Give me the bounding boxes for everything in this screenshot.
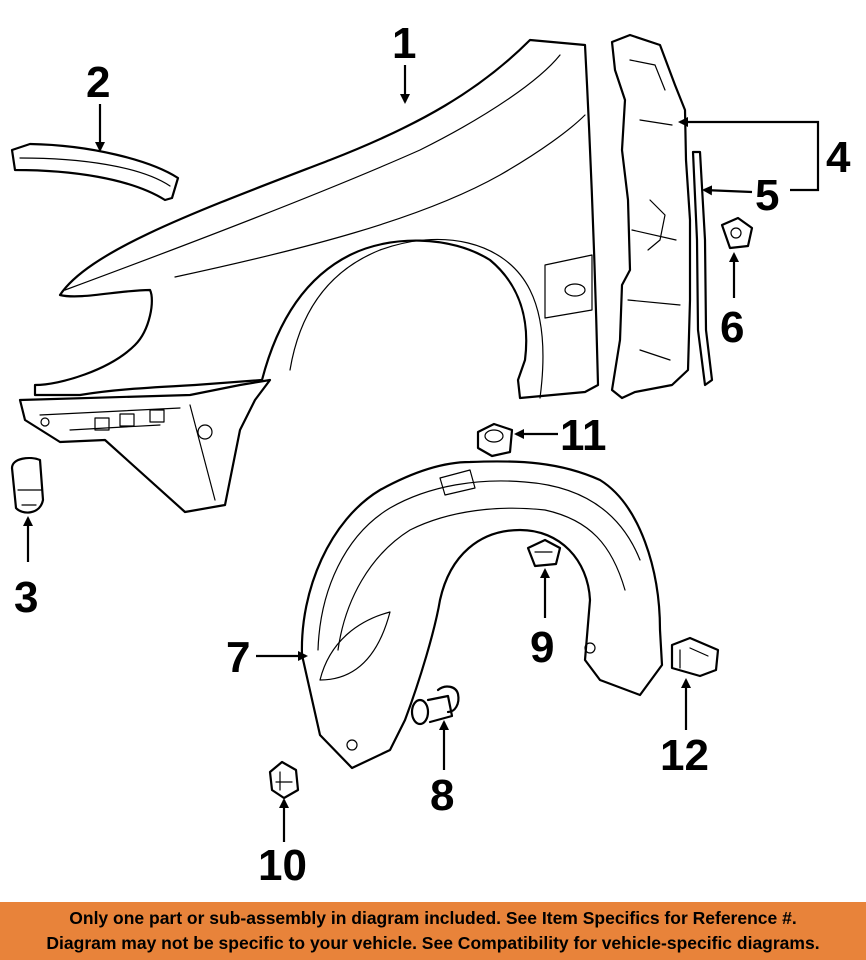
disclaimer-banner: Only one part or sub-assembly in diagram… xyxy=(0,902,866,960)
callout-2: 2 xyxy=(86,58,110,107)
callout-6: 6 xyxy=(720,303,744,352)
apron-part xyxy=(610,33,692,400)
callout-9: 9 xyxy=(530,623,554,672)
apron-clip-part xyxy=(720,216,754,250)
callout-3: 3 xyxy=(14,573,38,622)
callout-5: 5 xyxy=(755,171,779,220)
disclaimer-line-2: Diagram may not be specific to your vehi… xyxy=(46,933,820,953)
side-marker-part xyxy=(10,457,45,514)
callout-1: 1 xyxy=(392,19,416,68)
retainer-part xyxy=(268,760,300,800)
liner-clip-part xyxy=(526,538,562,568)
liner-part xyxy=(300,460,664,770)
callout-8: 8 xyxy=(430,771,454,820)
fender-part xyxy=(18,38,600,514)
callout-7: 7 xyxy=(226,633,250,682)
grommet-part xyxy=(476,422,514,458)
disclaimer-line-1: Only one part or sub-assembly in diagram… xyxy=(69,908,797,928)
callout-labels: 1 2 3 4 5 6 7 8 9 10 11 12 xyxy=(14,19,851,890)
bracket-part xyxy=(670,636,720,678)
parts-diagram: 1 2 3 4 5 6 7 8 9 10 11 12 xyxy=(10,19,851,890)
callout-10: 10 xyxy=(258,841,307,890)
molding-part xyxy=(10,142,180,202)
leader-lines xyxy=(23,65,820,842)
callout-11: 11 xyxy=(560,411,607,460)
callout-4: 4 xyxy=(826,133,851,182)
callout-12: 12 xyxy=(660,731,709,780)
seal-part xyxy=(691,150,714,387)
screw-part xyxy=(410,685,460,726)
